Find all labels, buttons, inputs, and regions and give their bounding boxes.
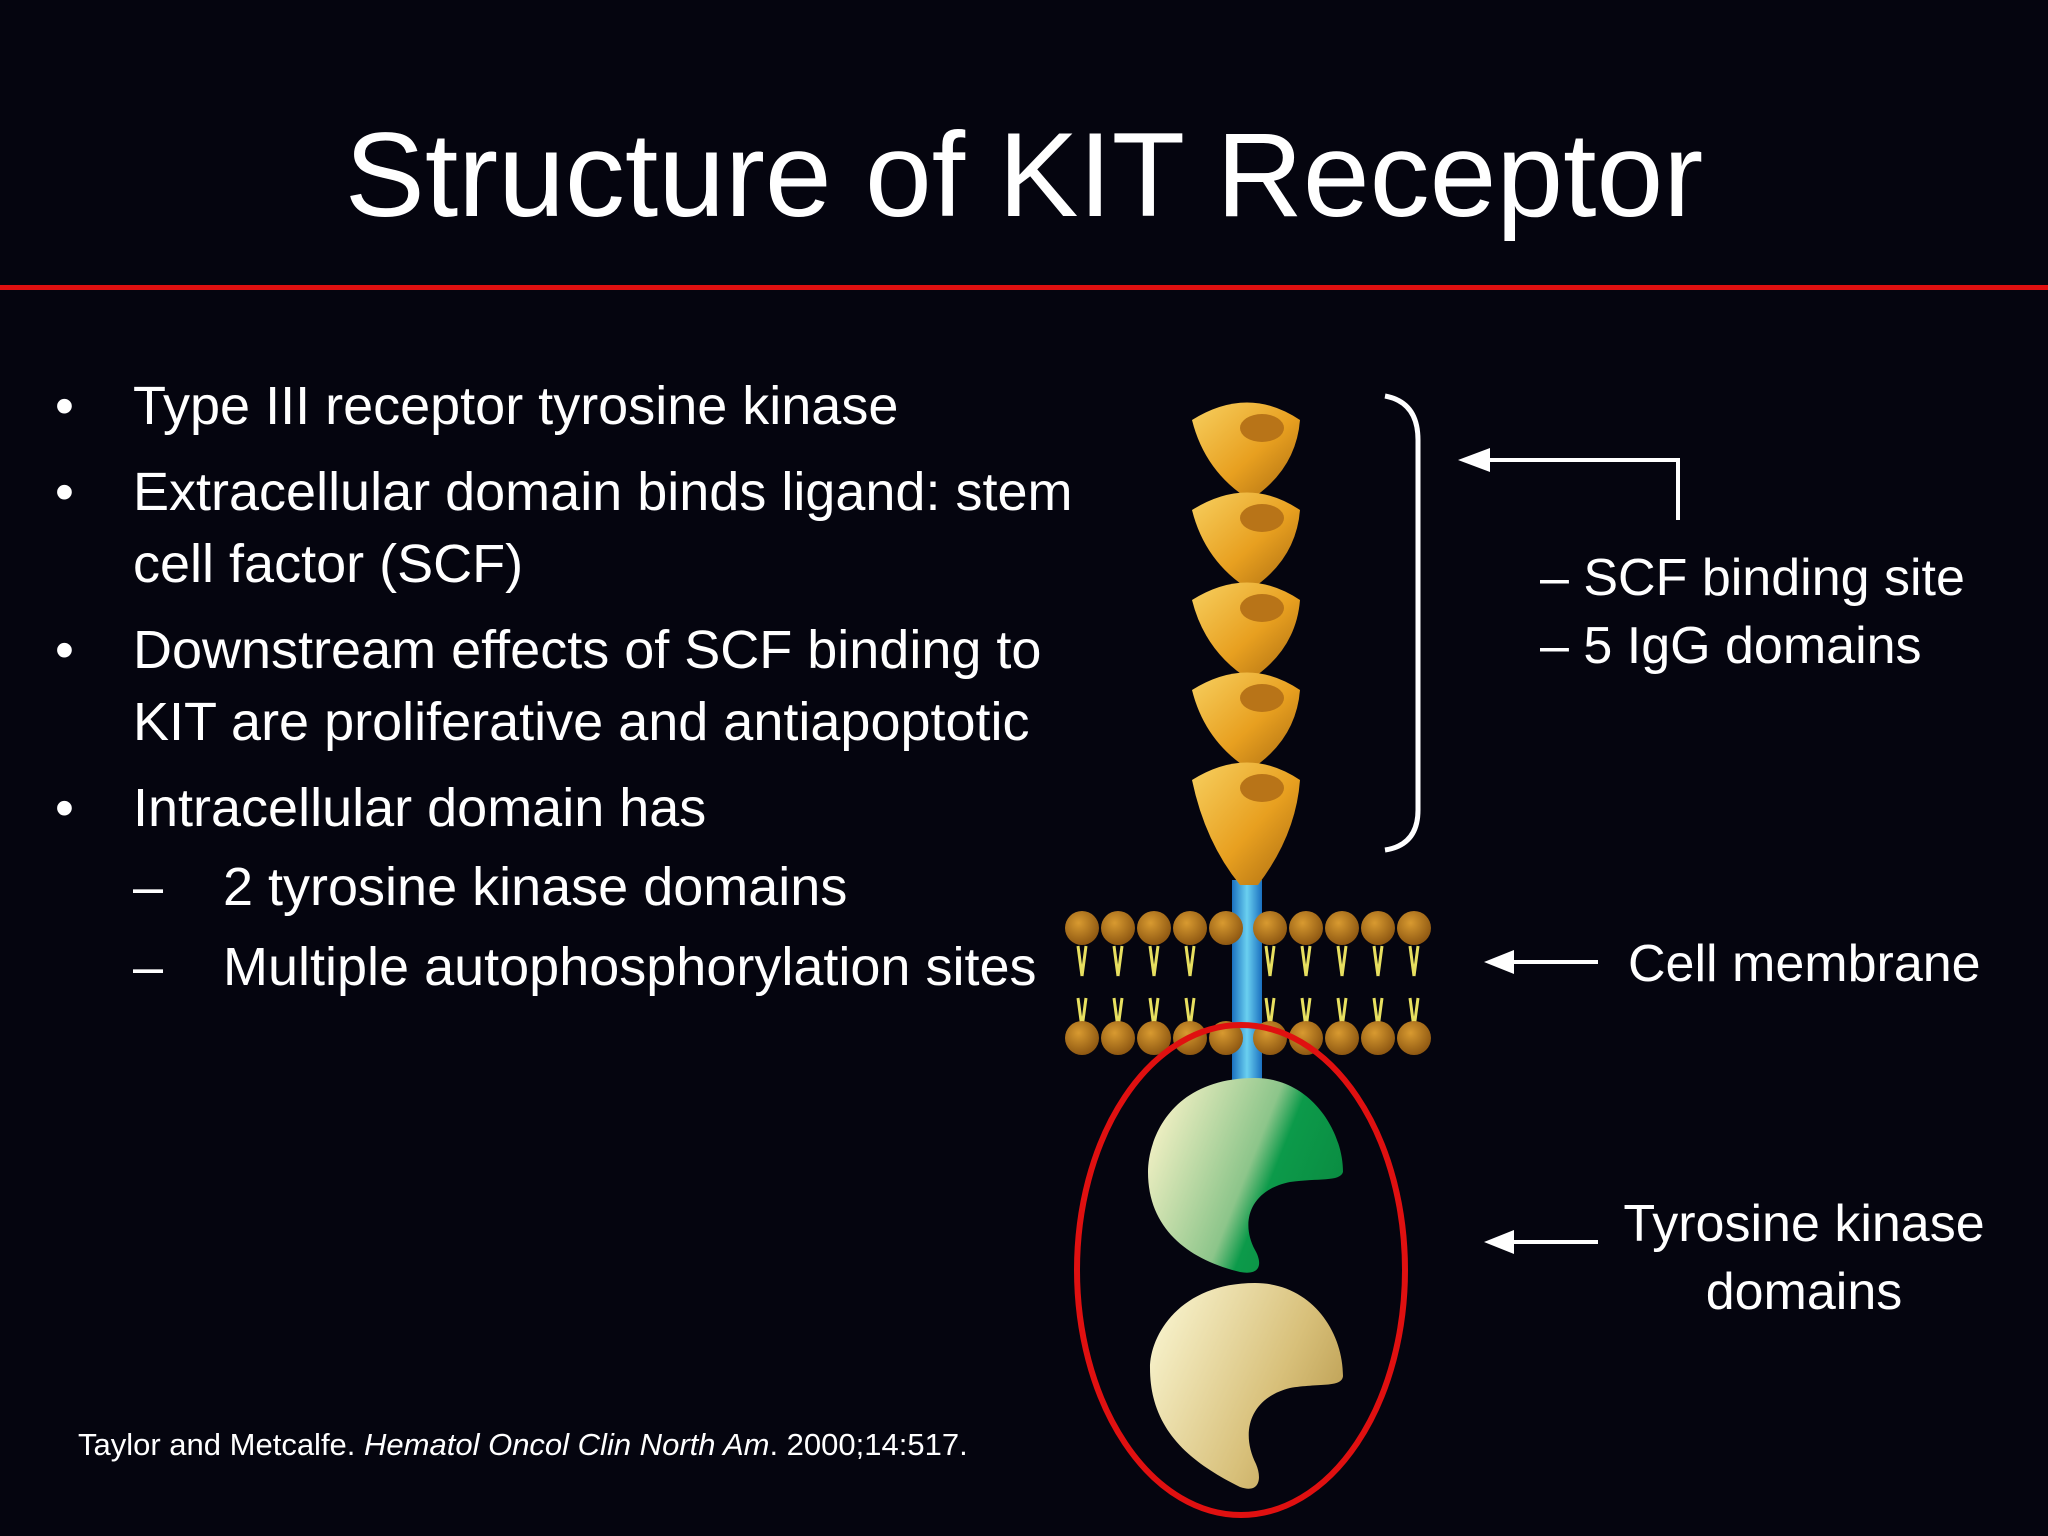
citation-authors: Taylor and Metcalfe.	[78, 1427, 365, 1462]
membrane-label: Cell membrane	[1628, 935, 1981, 993]
kinase-label: Tyrosine kinase domains	[1604, 1190, 2004, 1326]
kinase-label-line: domains	[1705, 1263, 1903, 1321]
bullet-dot: •	[55, 620, 74, 680]
kinase-highlight-ellipse	[1074, 1022, 1408, 1518]
bullet-list: • Type III receptor tyrosine kinase • Ex…	[55, 370, 1085, 1018]
arrow-icon	[1484, 1230, 1598, 1254]
slide-title: Structure of KIT Receptor	[344, 108, 1704, 242]
extracellular-label: – SCF binding site – 5 IgG domains	[1540, 544, 1965, 680]
bullet-dot: •	[55, 462, 74, 522]
extracellular-label-item: – SCF binding site	[1540, 549, 1965, 607]
bullet-dot: •	[55, 376, 74, 436]
igg-domains	[1192, 402, 1300, 885]
igg-domain	[1192, 402, 1300, 500]
sub-bullet-item: – Multiple autophosphorylation sites	[133, 930, 1085, 1004]
bullet-item: • Intracellular domain has – 2 tyrosine …	[55, 772, 1085, 1004]
kinase-domain-green	[1148, 1078, 1343, 1273]
bullet-text: Type III receptor tyrosine kinase	[133, 376, 899, 436]
citation-details: . 2000;14:517.	[769, 1427, 968, 1462]
bullet-text: Downstream effects of SCF binding to KIT…	[133, 620, 1042, 752]
lipid-tails	[1076, 945, 1420, 1029]
citation-journal: Hematol Oncol Clin North Am	[364, 1427, 770, 1462]
igg-domain	[1192, 582, 1300, 680]
bullet-text: Intracellular domain has	[133, 778, 707, 838]
bullet-item: • Downstream effects of SCF binding to K…	[55, 614, 1085, 758]
citation: Taylor and Metcalfe. Hematol Oncol Clin …	[78, 1425, 968, 1465]
bullet-dot: •	[55, 778, 74, 838]
sub-bullet-item: – 2 tyrosine kinase domains	[133, 850, 1085, 924]
sub-bullet-dash: –	[133, 857, 164, 917]
extracellular-bracket	[1384, 393, 1421, 853]
arrow-icon	[1458, 448, 1680, 520]
sub-bullet-text: 2 tyrosine kinase domains	[223, 857, 848, 917]
kinase-label-line: Tyrosine kinase	[1623, 1195, 1985, 1253]
bullet-item: • Extracellular domain binds ligand: ste…	[55, 456, 1085, 600]
sub-bullet-list: – 2 tyrosine kinase domains – Multiple a…	[133, 850, 1085, 1004]
title-divider	[0, 285, 2048, 290]
sub-bullet-dash: –	[133, 937, 164, 997]
igg-domain	[1192, 672, 1300, 770]
extracellular-label-item: – 5 IgG domains	[1540, 617, 1922, 675]
igg-domain	[1192, 762, 1300, 885]
kinase-domain-tan	[1150, 1283, 1343, 1489]
extracellular-label-list: – SCF binding site – 5 IgG domains	[1540, 544, 1965, 680]
bullet-item: • Type III receptor tyrosine kinase	[55, 370, 1085, 442]
igg-domain	[1192, 492, 1300, 590]
arrow-icon	[1484, 950, 1598, 974]
bullet-text: Extracellular domain binds ligand: stem …	[133, 462, 1073, 594]
lipid-head-top-row	[1065, 911, 1431, 945]
sub-bullet-text: Multiple autophosphorylation sites	[223, 937, 1037, 997]
